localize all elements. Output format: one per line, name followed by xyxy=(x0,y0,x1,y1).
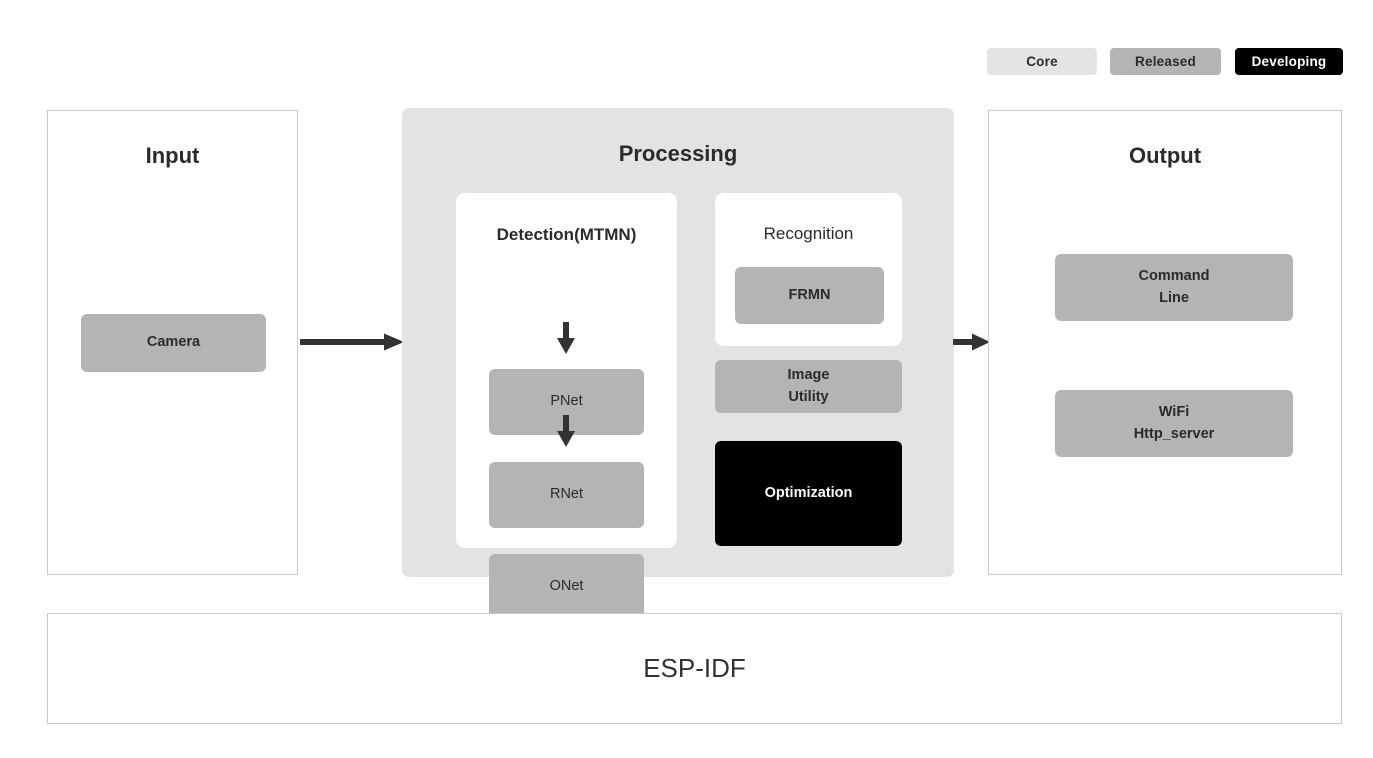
arrow-processing-to-output xyxy=(953,332,990,352)
esp-idf-panel: ESP-IDF xyxy=(47,613,1342,724)
legend-chip-released[interactable]: Released xyxy=(1110,48,1221,75)
node-camera[interactable]: Camera xyxy=(81,314,266,372)
output-panel: Output Command Line WiFi Http_server xyxy=(988,110,1342,575)
arrow-pnet-to-rnet xyxy=(555,322,577,354)
output-panel-title: Output xyxy=(1128,143,1202,168)
node-image-utility-line2: Utility xyxy=(788,388,829,405)
processing-panel: Processing Detection(MTMN) PNet RNet ONe… xyxy=(402,108,954,620)
input-panel: Input Camera xyxy=(47,110,298,575)
node-rnet[interactable]: RNet xyxy=(489,462,644,528)
node-command-line[interactable]: Command Line xyxy=(1055,254,1293,321)
detection-card-title: Detection(MTMN) xyxy=(496,225,637,244)
input-panel-title: Input xyxy=(145,143,200,168)
node-optimization[interactable]: Optimization xyxy=(715,441,902,546)
legend-chip-developing[interactable]: Developing xyxy=(1235,48,1343,75)
node-wifi-http-server-line1: WiFi xyxy=(1158,404,1190,421)
node-wifi-http-server-line2: Http_server xyxy=(1133,425,1215,442)
legend-chip-core[interactable]: Core xyxy=(987,48,1097,75)
node-command-line-line1: Command xyxy=(1138,268,1210,285)
legend: Core Released Developing xyxy=(987,48,1343,75)
node-onet[interactable]: ONet xyxy=(489,554,644,620)
node-image-utility-line1: Image xyxy=(787,367,830,384)
esp-idf-label: ESP-IDF xyxy=(643,653,746,683)
recognition-card: Recognition FRMN xyxy=(715,193,902,346)
detection-card: Detection(MTMN) PNet RNet ONet xyxy=(456,193,677,620)
arrow-rnet-to-onet xyxy=(555,415,577,447)
recognition-card-title: Recognition xyxy=(763,224,854,243)
processing-panel-title: Processing xyxy=(618,141,738,166)
node-wifi-http-server[interactable]: WiFi Http_server xyxy=(1055,390,1293,457)
node-frmn[interactable]: FRMN xyxy=(735,267,884,324)
node-image-utility[interactable]: Image Utility xyxy=(715,360,902,413)
node-command-line-line2: Line xyxy=(1159,289,1189,306)
arrow-input-to-processing xyxy=(300,332,404,352)
